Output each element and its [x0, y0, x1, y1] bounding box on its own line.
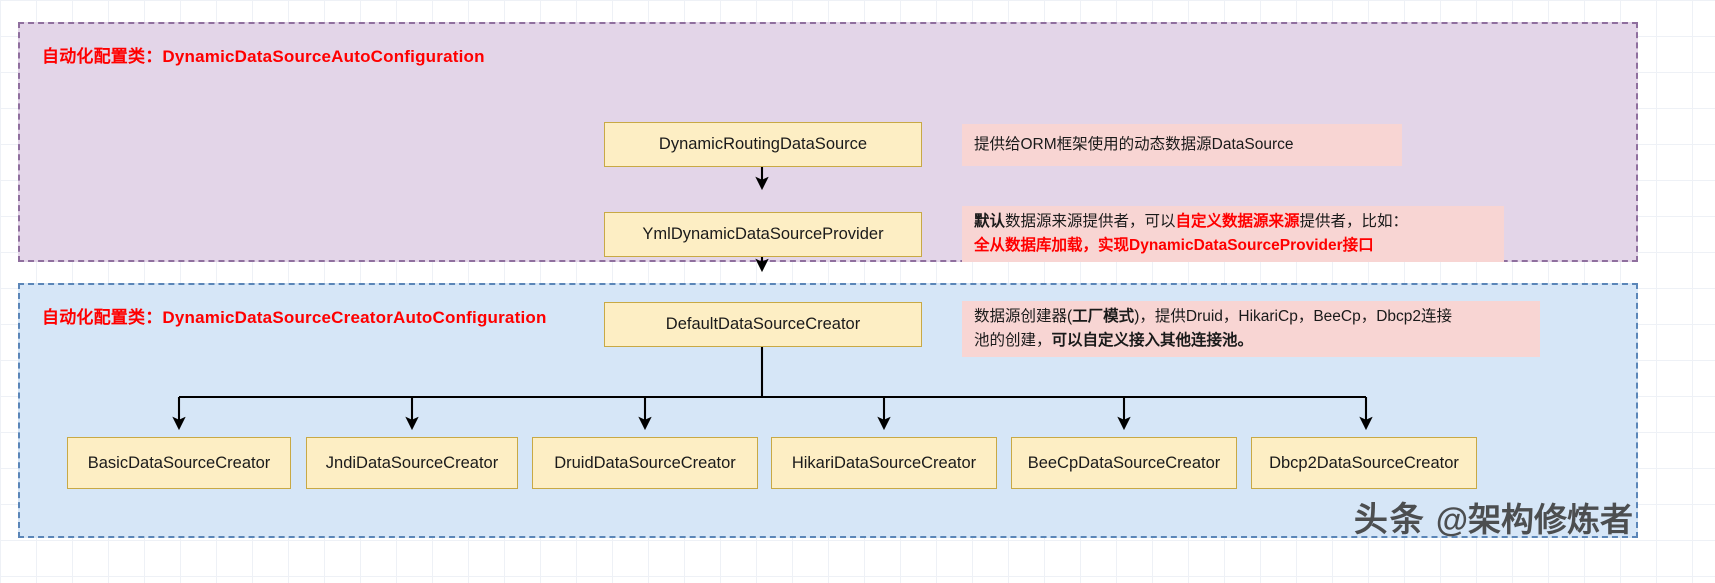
note-segment: 全从数据库加载，实现DynamicDataSourceProvider接口	[974, 237, 1374, 254]
node-jndi-data-source-creator[interactable]: JndiDataSourceCreator	[306, 437, 518, 489]
node-jndi-data-source-creator-label: JndiDataSourceCreator	[325, 453, 499, 472]
note-line: 全从数据库加载，实现DynamicDataSourceProvider接口	[974, 234, 1492, 258]
region-creator-auto-config-title-prefix: 自动化配置类：	[42, 308, 163, 327]
node-default-data-source-creator[interactable]: DefaultDataSourceCreator	[604, 302, 922, 347]
note-segment: )，提供Druid，HikariCp，BeeCp，Dbcp2连接	[1134, 307, 1453, 325]
region-auto-config-title-class: DynamicDataSourceAutoConfiguration	[162, 47, 485, 66]
node-basic-data-source-creator[interactable]: BasicDataSourceCreator	[67, 437, 291, 489]
note-yml-dynamic-data-source-provider: 默认数据源来源提供者，可以自定义数据源来源提供者，比如： 全从数据库加载，实现D…	[962, 206, 1504, 262]
node-beecp-data-source-creator-label: BeeCpDataSourceCreator	[1027, 453, 1221, 472]
region-auto-config-title-prefix: 自动化配置类：	[42, 47, 163, 66]
note-line: 池的创建，可以自定义接入其他连接池。	[974, 329, 1528, 353]
region-creator-auto-config-title-class: DynamicDataSourceCreatorAutoConfiguratio…	[162, 308, 547, 327]
note-default-data-source-creator: 数据源创建器(工厂模式)，提供Druid，HikariCp，BeeCp，Dbcp…	[962, 301, 1540, 357]
node-basic-data-source-creator-label: BasicDataSourceCreator	[87, 453, 271, 472]
note-segment: 可以自定义接入其他连接池。	[1051, 332, 1254, 349]
node-dynamic-routing-data-source-label: DynamicRoutingDataSource	[658, 135, 868, 153]
region-creator-auto-config-title: 自动化配置类：DynamicDataSourceCreatorAutoConfi…	[42, 303, 547, 328]
node-dbcp2-data-source-creator-label: Dbcp2DataSourceCreator	[1269, 453, 1459, 472]
node-default-data-source-creator-label: DefaultDataSourceCreator	[665, 315, 861, 333]
node-yml-dynamic-data-source-provider-label: YmlDynamicDataSourceProvider	[642, 225, 884, 243]
watermark-handle: @架构修炼者	[1435, 500, 1633, 538]
region-auto-config-title: 自动化配置类：DynamicDataSourceAutoConfiguratio…	[42, 42, 485, 67]
node-druid-data-source-creator[interactable]: DruidDataSourceCreator	[532, 437, 758, 489]
node-beecp-data-source-creator[interactable]: BeeCpDataSourceCreator	[1011, 437, 1237, 489]
watermark: 头条 @架构修炼者	[1354, 492, 1633, 541]
note-segment: 提供者，比如：	[1299, 212, 1409, 230]
node-dynamic-routing-data-source[interactable]: DynamicRoutingDataSource	[604, 122, 922, 167]
note-segment: 数据源创建器(	[974, 307, 1073, 325]
note-segment: 池的创建，	[974, 332, 1052, 349]
note-line: 数据源创建器(工厂模式)，提供Druid，HikariCp，BeeCp，Dbcp…	[974, 305, 1528, 329]
watermark-logo: 头条	[1353, 501, 1426, 539]
node-hikari-data-source-creator[interactable]: HikariDataSourceCreator	[771, 437, 997, 489]
note-segment: 默认	[974, 212, 1006, 230]
note-segment: 数据源来源提供者，可以	[1005, 212, 1176, 230]
note-segment: 提供给ORM框架使用的动态数据源DataSource	[974, 135, 1294, 153]
node-druid-data-source-creator-label: DruidDataSourceCreator	[554, 453, 736, 472]
note-dynamic-routing-data-source: 提供给ORM框架使用的动态数据源DataSource	[962, 124, 1402, 166]
node-dbcp2-data-source-creator[interactable]: Dbcp2DataSourceCreator	[1251, 437, 1477, 489]
note-line: 默认数据源来源提供者，可以自定义数据源来源提供者，比如：	[974, 210, 1492, 234]
node-hikari-data-source-creator-label: HikariDataSourceCreator	[791, 453, 977, 472]
note-segment: 工厂模式	[1072, 307, 1135, 325]
note-line: 提供给ORM框架使用的动态数据源DataSource	[974, 133, 1390, 157]
note-segment: 自定义数据源来源	[1175, 212, 1300, 230]
node-yml-dynamic-data-source-provider[interactable]: YmlDynamicDataSourceProvider	[604, 212, 922, 257]
